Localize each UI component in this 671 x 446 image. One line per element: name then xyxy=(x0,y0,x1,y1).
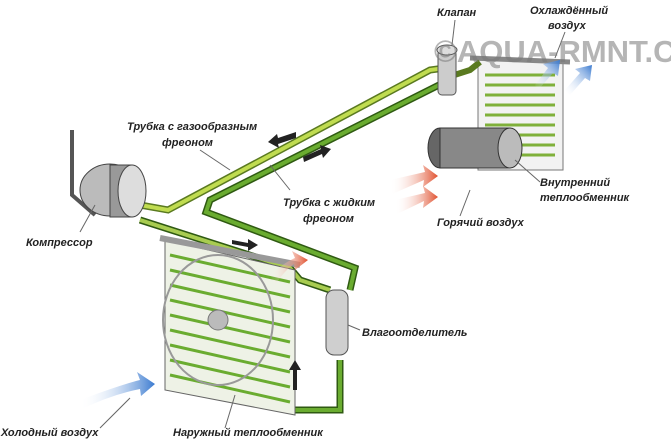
label-hot-air: Горячий воздух xyxy=(437,217,524,229)
air-arrows xyxy=(80,60,592,410)
hot-air-arrow-icon xyxy=(395,186,438,215)
expansion-valve xyxy=(436,44,458,96)
cold-air-arrow-icon xyxy=(80,372,155,410)
flow-arrows xyxy=(232,132,331,390)
label-cooled-air-1: Охлаждённый xyxy=(530,5,609,17)
flow-arrow-icon xyxy=(303,145,331,162)
label-outer-hx: Наружный теплообменник xyxy=(173,427,323,439)
label-valve: Клапан xyxy=(437,7,477,19)
label-liquid-tube-1: Трубка с жидким xyxy=(283,197,376,209)
label-receiver: Влагоотделитель xyxy=(362,327,468,339)
compressor xyxy=(70,130,147,218)
hot-air-arrow-icon xyxy=(270,251,308,285)
flow-arrow-icon xyxy=(232,239,258,251)
watermark: ©AQUA-RMNT.COM xyxy=(434,34,671,69)
hot-air-arrow-icon xyxy=(390,165,438,195)
leader-lines xyxy=(79,19,566,429)
label-inner-hx-2: теплообменник xyxy=(540,192,630,204)
label-cooled-air-2: воздух xyxy=(548,20,586,32)
flow-arrow-icon xyxy=(289,360,301,390)
label-inner-hx-1: Внутренний xyxy=(540,177,611,189)
label-cold-air: Холодный воздух xyxy=(1,427,99,439)
flow-arrow-icon xyxy=(268,132,296,148)
label-gas-tube-1: Трубка с газообразным xyxy=(127,121,258,133)
cooled-air-arrow-icon xyxy=(535,60,560,90)
blower-fan xyxy=(427,127,523,169)
label-gas-tube-2: фреоном xyxy=(162,137,213,149)
outer-heat-exchanger xyxy=(159,235,301,416)
receiver-drier xyxy=(325,289,349,356)
label-liquid-tube-2: фреоном xyxy=(303,213,354,225)
label-compressor: Компрессор xyxy=(26,237,93,249)
cooled-air-arrow-icon xyxy=(565,65,592,95)
